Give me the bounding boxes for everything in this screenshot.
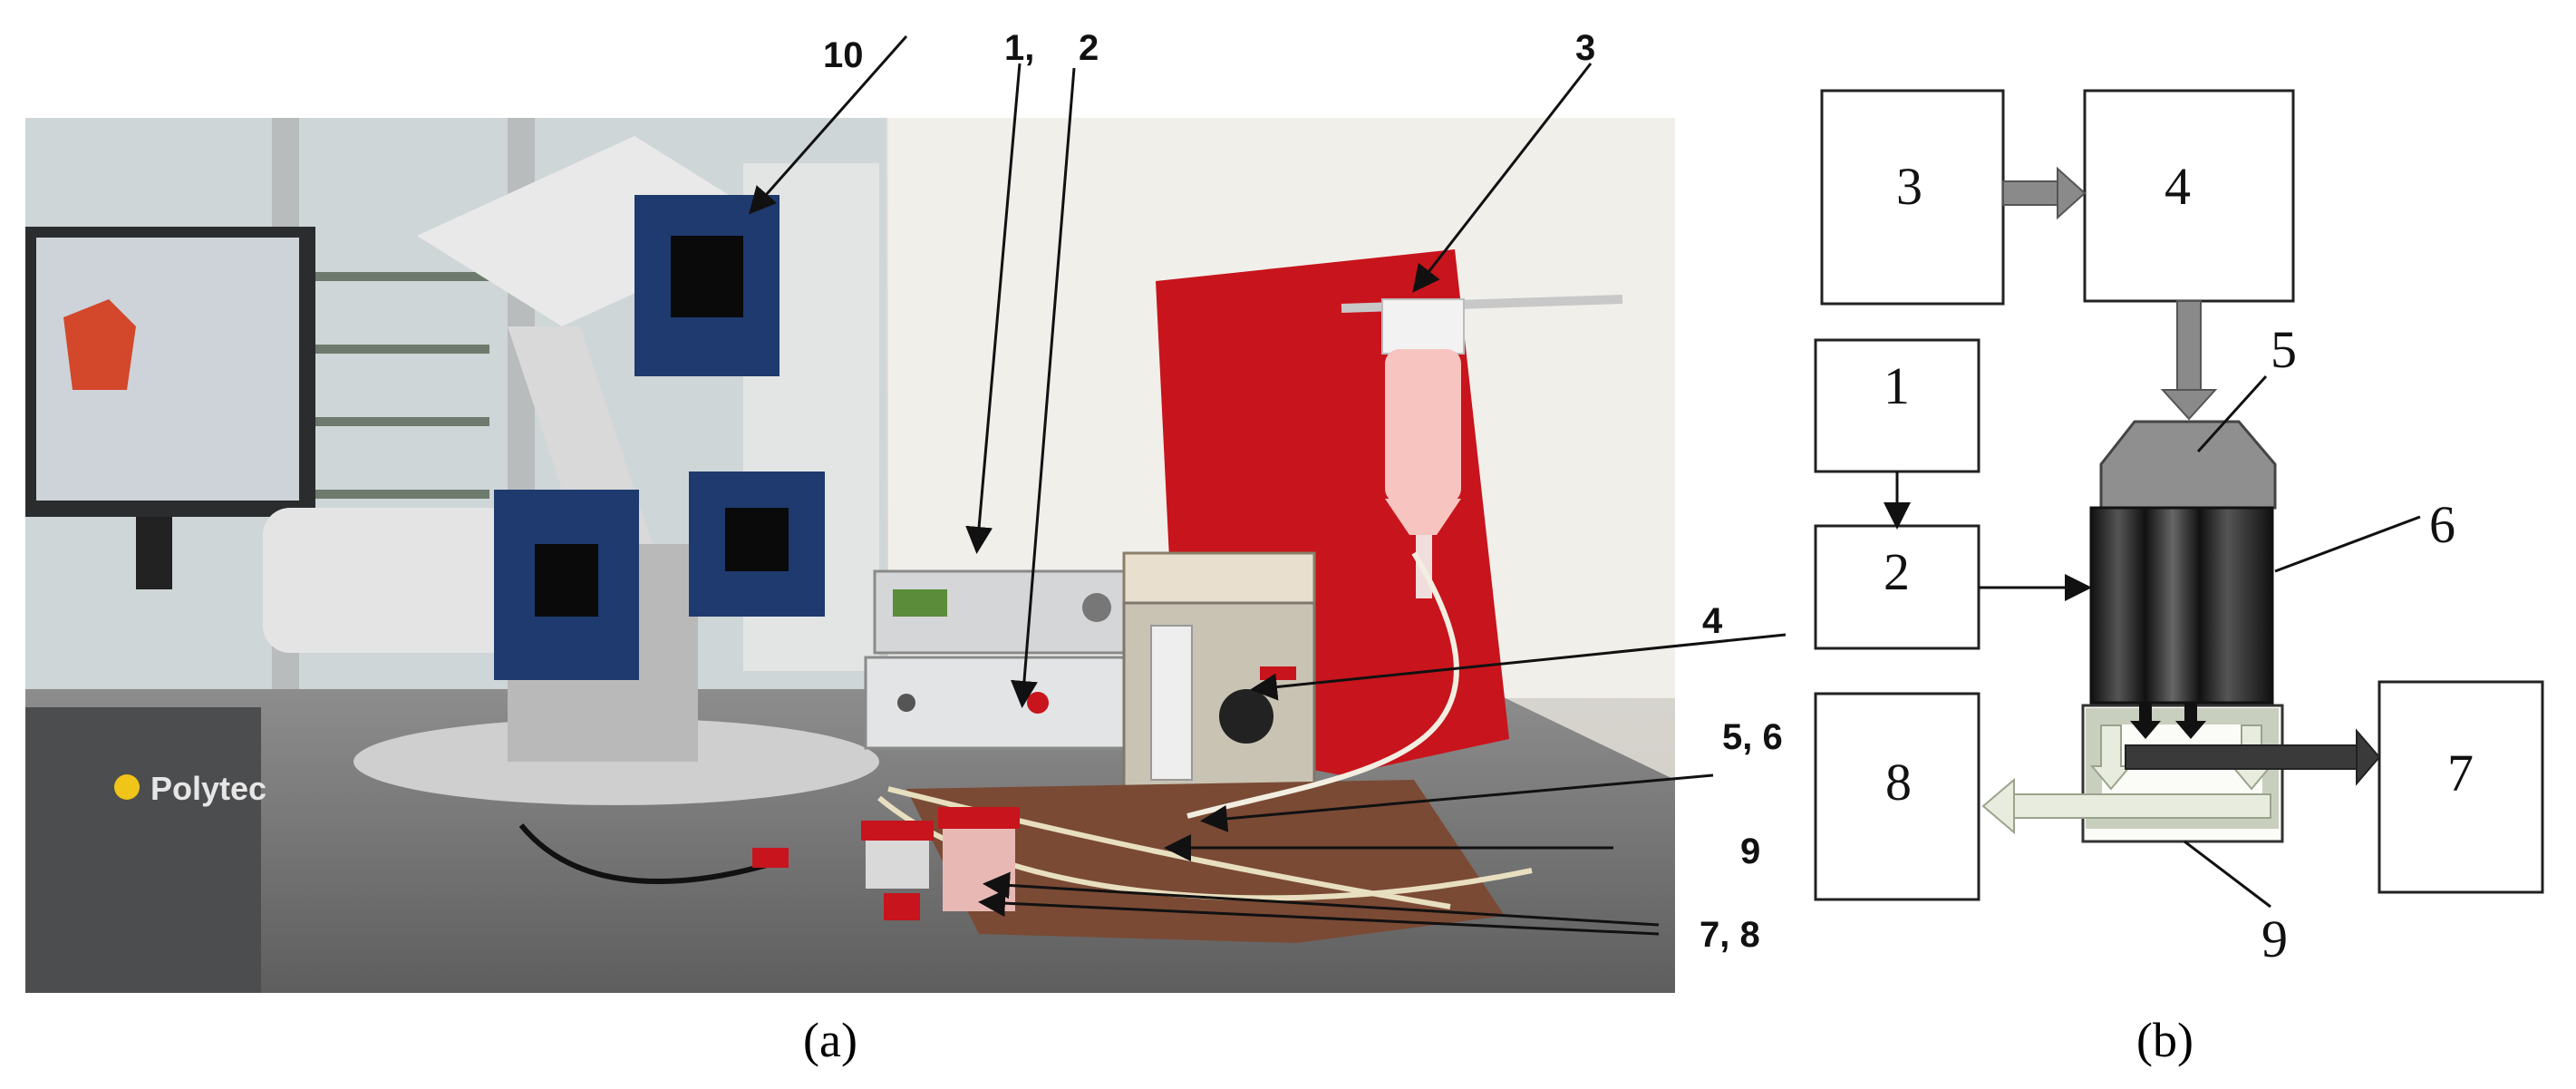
- vibrometer-system: [263, 136, 879, 805]
- block-8: [1814, 692, 1980, 901]
- callout-label: 4: [1702, 601, 1723, 641]
- block-label: 6: [2429, 495, 2455, 554]
- polytec-logo-text: Polytec: [150, 770, 266, 807]
- fluid-reservoir: [1341, 295, 1623, 598]
- callout-label: 7, 8: [1700, 915, 1760, 955]
- block-label: 4: [2164, 157, 2191, 216]
- callout-label: 9: [1740, 831, 1760, 871]
- block-label: 2: [1884, 542, 1910, 601]
- caption-b: (b): [2136, 1013, 2193, 1067]
- shelves: [308, 272, 489, 499]
- callout-label: 3: [1575, 28, 1595, 68]
- callout-label: 1,: [1004, 28, 1034, 68]
- monitor: [25, 227, 315, 589]
- block-diagram: 3 4 1 2 5 6 8 7 9: [1814, 89, 2544, 968]
- block-label: 3: [1896, 157, 1922, 216]
- polytec-logo: Polytec: [114, 770, 266, 807]
- block-6-column: [2089, 506, 2274, 705]
- block-label: 5: [2271, 320, 2297, 379]
- block-5-head: [2099, 420, 2277, 510]
- block-7: [2377, 680, 2544, 894]
- callout-label: 2: [1079, 28, 1099, 68]
- callout-label: 10: [823, 35, 864, 75]
- block-3: [1820, 89, 2005, 306]
- block-1: [1814, 338, 1980, 473]
- callout-lines: [749, 35, 1787, 936]
- block-label: 8: [1885, 753, 1912, 812]
- photo-panel: Polytec: [25, 118, 1675, 993]
- block-4: [2083, 89, 2295, 303]
- block-label: 7: [2447, 744, 2474, 802]
- callout-label: 5, 6: [1722, 717, 1783, 757]
- block-label: 9: [2261, 909, 2288, 968]
- power-amplifier: [864, 656, 1139, 750]
- caption-a: (a): [803, 1013, 857, 1067]
- signal-instruments: [864, 569, 1139, 750]
- block-label: 1: [1884, 356, 1910, 415]
